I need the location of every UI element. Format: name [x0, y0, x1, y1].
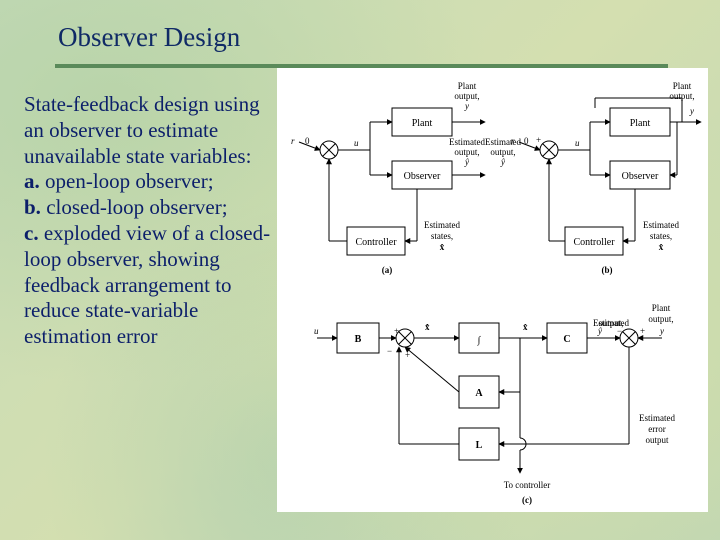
panel-c-plant-output-line1: Plant [652, 303, 671, 313]
panel-b-est-output-line3: ŷ [500, 157, 505, 167]
panel-a-u-label: u [354, 138, 359, 148]
panel-b-zero-label: 0 [524, 136, 529, 146]
panel-a-zero-label: 0 [305, 136, 310, 146]
panel-b-plant-output-line3: y [689, 106, 694, 116]
panel-a-est-states-line1: Estimated [424, 220, 460, 230]
panel-b-plus-label: + [536, 135, 541, 145]
panel-c-integrator-label: ∫ [477, 335, 482, 346]
panel-a-plant-output-line3: y [464, 101, 469, 111]
panel-c-plant-output-line2: output, [648, 314, 673, 324]
panel-a-plant-output-line2: output, [454, 91, 479, 101]
panel-c-est-error-line2: error [648, 424, 666, 434]
panel-b-est-states-line3: x̂ [659, 242, 664, 252]
panel-a-caption: (a) [382, 265, 393, 275]
panel-c-to-controller-label: To controller [504, 480, 551, 490]
panel-b-observer-label: Observer [622, 171, 659, 182]
panel-b-plant-output-line1: Plant [673, 81, 692, 91]
panel-a-controller-label: Controller [355, 237, 397, 248]
panel-c-sum2-minus: − [617, 326, 622, 336]
panel-b-caption: (b) [602, 265, 613, 275]
panel-b-plant-label: Plant [630, 118, 651, 129]
panel-b-r-label: r [511, 136, 515, 146]
item-b-text: closed-loop observer; [40, 195, 228, 220]
title-underline [55, 64, 668, 68]
panel-c-sum1-plus-bottom: + [405, 350, 410, 360]
panel-b-controller-label: Controller [573, 237, 615, 248]
panel-b-est-states-line1: Estimated [643, 220, 679, 230]
panel-b-plant-output-line2: output, [669, 91, 694, 101]
item-a-text: open-loop observer; [39, 169, 214, 194]
panel-b-est-output-line2: output, [490, 147, 515, 157]
panel-c-est-output-line1: Estimated [593, 318, 629, 328]
panel-a-est-output-line2: output, [454, 147, 479, 157]
item-a-marker: a. [24, 169, 40, 194]
panel-c-A-label: A [475, 388, 483, 399]
intro-text: State-feedback design using an observer … [24, 92, 260, 168]
panel-c-labels: B ∫ C A L u + − + x̂̇ x̂ Estimated outpu… [314, 303, 675, 505]
slide-body-text: State-feedback design using an observer … [24, 92, 274, 350]
panel-c-L-label: L [476, 440, 483, 451]
panel-c-xhat-label: x̂ [523, 322, 528, 332]
panel-c-est-output-line2: output, [598, 318, 623, 328]
panel-c-sum1-minus: − [387, 346, 392, 356]
panel-c-est-error-line1: Estimated [639, 413, 675, 423]
panel-a-r-label: r [291, 136, 295, 146]
panel-c-u-label: u [314, 326, 319, 336]
item-b-marker: b. [24, 195, 41, 220]
panel-a-labels: Plant Observer Controller r 0 u Plant ou… [291, 81, 485, 275]
block-diagram-svg: Plant Observer Controller r 0 u Plant ou… [291, 81, 702, 505]
panel-b-closed-loop-observer [518, 97, 702, 256]
panel-a-est-states-line2: states, [431, 231, 453, 241]
panel-a-open-loop-observer [298, 107, 486, 256]
panel-b-u-label: u [575, 138, 580, 148]
panel-a-plant-label: Plant [412, 118, 433, 129]
panel-a-est-output-line1: Estimated [449, 137, 485, 147]
panel-c-C-label: C [563, 334, 570, 345]
panel-c-sum1-plus-top: + [394, 326, 399, 336]
panel-b-labels: Plant Observer Controller r 0 + u Plant … [485, 81, 695, 275]
item-c-text: exploded view of a closed-loop observer,… [24, 220, 271, 349]
panel-c-y-label: y [659, 326, 664, 336]
panel-c-caption: (c) [522, 495, 532, 505]
panel-c-est-error-line3: output [645, 435, 669, 445]
slide-title: Observer Design [58, 22, 241, 52]
observer-block-diagram-figure: Plant Observer Controller r 0 u Plant ou… [277, 68, 708, 512]
panel-c-B-label: B [355, 334, 362, 345]
panel-b-est-output-line1: Estimated [485, 137, 521, 147]
panel-c-sum2-plus: + [640, 326, 645, 336]
panel-a-est-output-line3: ŷ [464, 157, 469, 167]
item-c-marker: c. [24, 220, 39, 245]
panel-c-yhat-label: ŷ [597, 326, 602, 336]
panel-c-exploded-observer [317, 322, 662, 474]
panel-b-est-states-line2: states, [650, 231, 672, 241]
panel-a-observer-label: Observer [404, 171, 441, 182]
panel-a-plant-output-line1: Plant [458, 81, 477, 91]
panel-a-est-states-line3: x̂ [440, 242, 445, 252]
panel-c-xhat-dot-label: x̂̇ [425, 322, 430, 332]
